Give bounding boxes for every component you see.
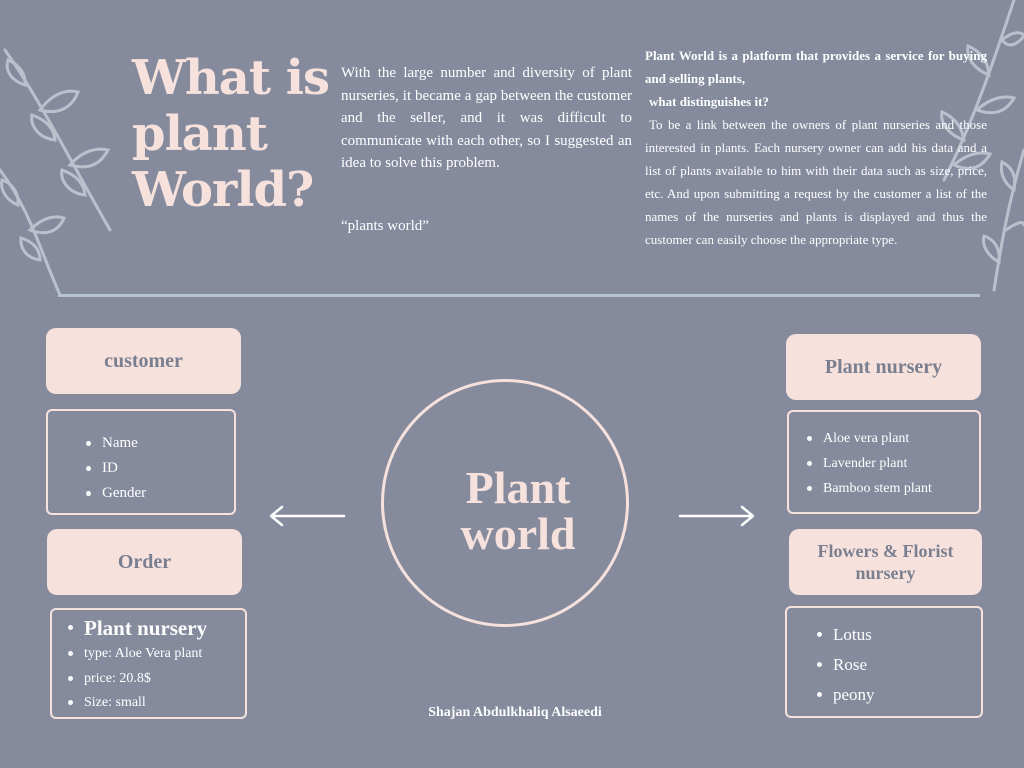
list-item: Lotus	[815, 620, 981, 650]
platform-description: Plant World is a platform that provides …	[645, 44, 987, 251]
left-arrow-icon	[269, 505, 346, 527]
list-item: peony	[815, 680, 981, 710]
order-heading: Plant nursery	[66, 614, 245, 642]
leaf-branch-decoration-right	[940, 0, 1024, 292]
author-name: Shajan Abdulkhaliq Alsaeedi	[428, 705, 602, 720]
center-label-line1: Plant	[465, 462, 571, 513]
leaf-branch-decoration-left	[0, 48, 112, 297]
florist-box: Lotus Rose peony	[785, 606, 983, 718]
center-circle	[381, 379, 629, 627]
list-item: Aloe vera plant	[805, 426, 979, 451]
customer-label-pill: customer	[46, 328, 241, 394]
platform-body: To be a link between the owners of plant…	[645, 117, 987, 247]
list-item: Lavender plant	[805, 451, 979, 476]
order-details-list: Plant nursery type: Aloe Vera plant pric…	[52, 610, 245, 716]
plant-list: Aloe vera plant Lavender plant Bamboo st…	[789, 412, 979, 501]
plant-nursery-label: Plant nursery	[824, 356, 943, 378]
list-item: Name	[84, 431, 234, 456]
platform-line1: Plant World is a platform that provides …	[645, 48, 987, 86]
section-divider	[58, 294, 980, 297]
order-label: Order	[117, 551, 172, 573]
customer-fields-box: Name ID Gender	[46, 409, 236, 515]
list-item: Rose	[815, 650, 981, 680]
page-title: What is plant World?	[132, 50, 330, 218]
order-details-box: Plant nursery type: Aloe Vera plant pric…	[50, 608, 247, 719]
list-item: Gender	[84, 481, 234, 506]
customer-label: customer	[104, 350, 183, 372]
center-label: Plant world	[381, 465, 655, 557]
plant-nursery-box: Aloe vera plant Lavender plant Bamboo st…	[787, 410, 981, 514]
florist-label: Flowers & Florist nursery	[817, 541, 954, 583]
intro-quote: “plants world”	[341, 218, 429, 234]
customer-fields-list: Name ID Gender	[48, 411, 234, 506]
florist-label-pill: Flowers & Florist nursery	[789, 529, 982, 595]
list-item: type: Aloe Vera plant	[66, 642, 245, 667]
right-arrow-icon	[678, 505, 755, 527]
list-item: Bamboo stem plant	[805, 476, 979, 501]
center-label-line2: world	[460, 508, 576, 559]
order-label-pill: Order	[47, 529, 242, 595]
list-item: ID	[84, 456, 234, 481]
platform-line2: what distinguishes it?	[649, 94, 769, 109]
intro-paragraph: With the large number and diversity of p…	[341, 65, 632, 171]
list-item: price: 20.8$	[66, 667, 245, 692]
list-item: Size: small	[66, 691, 245, 716]
plant-nursery-label-pill: Plant nursery	[786, 334, 981, 400]
flower-list: Lotus Rose peony	[787, 608, 981, 710]
